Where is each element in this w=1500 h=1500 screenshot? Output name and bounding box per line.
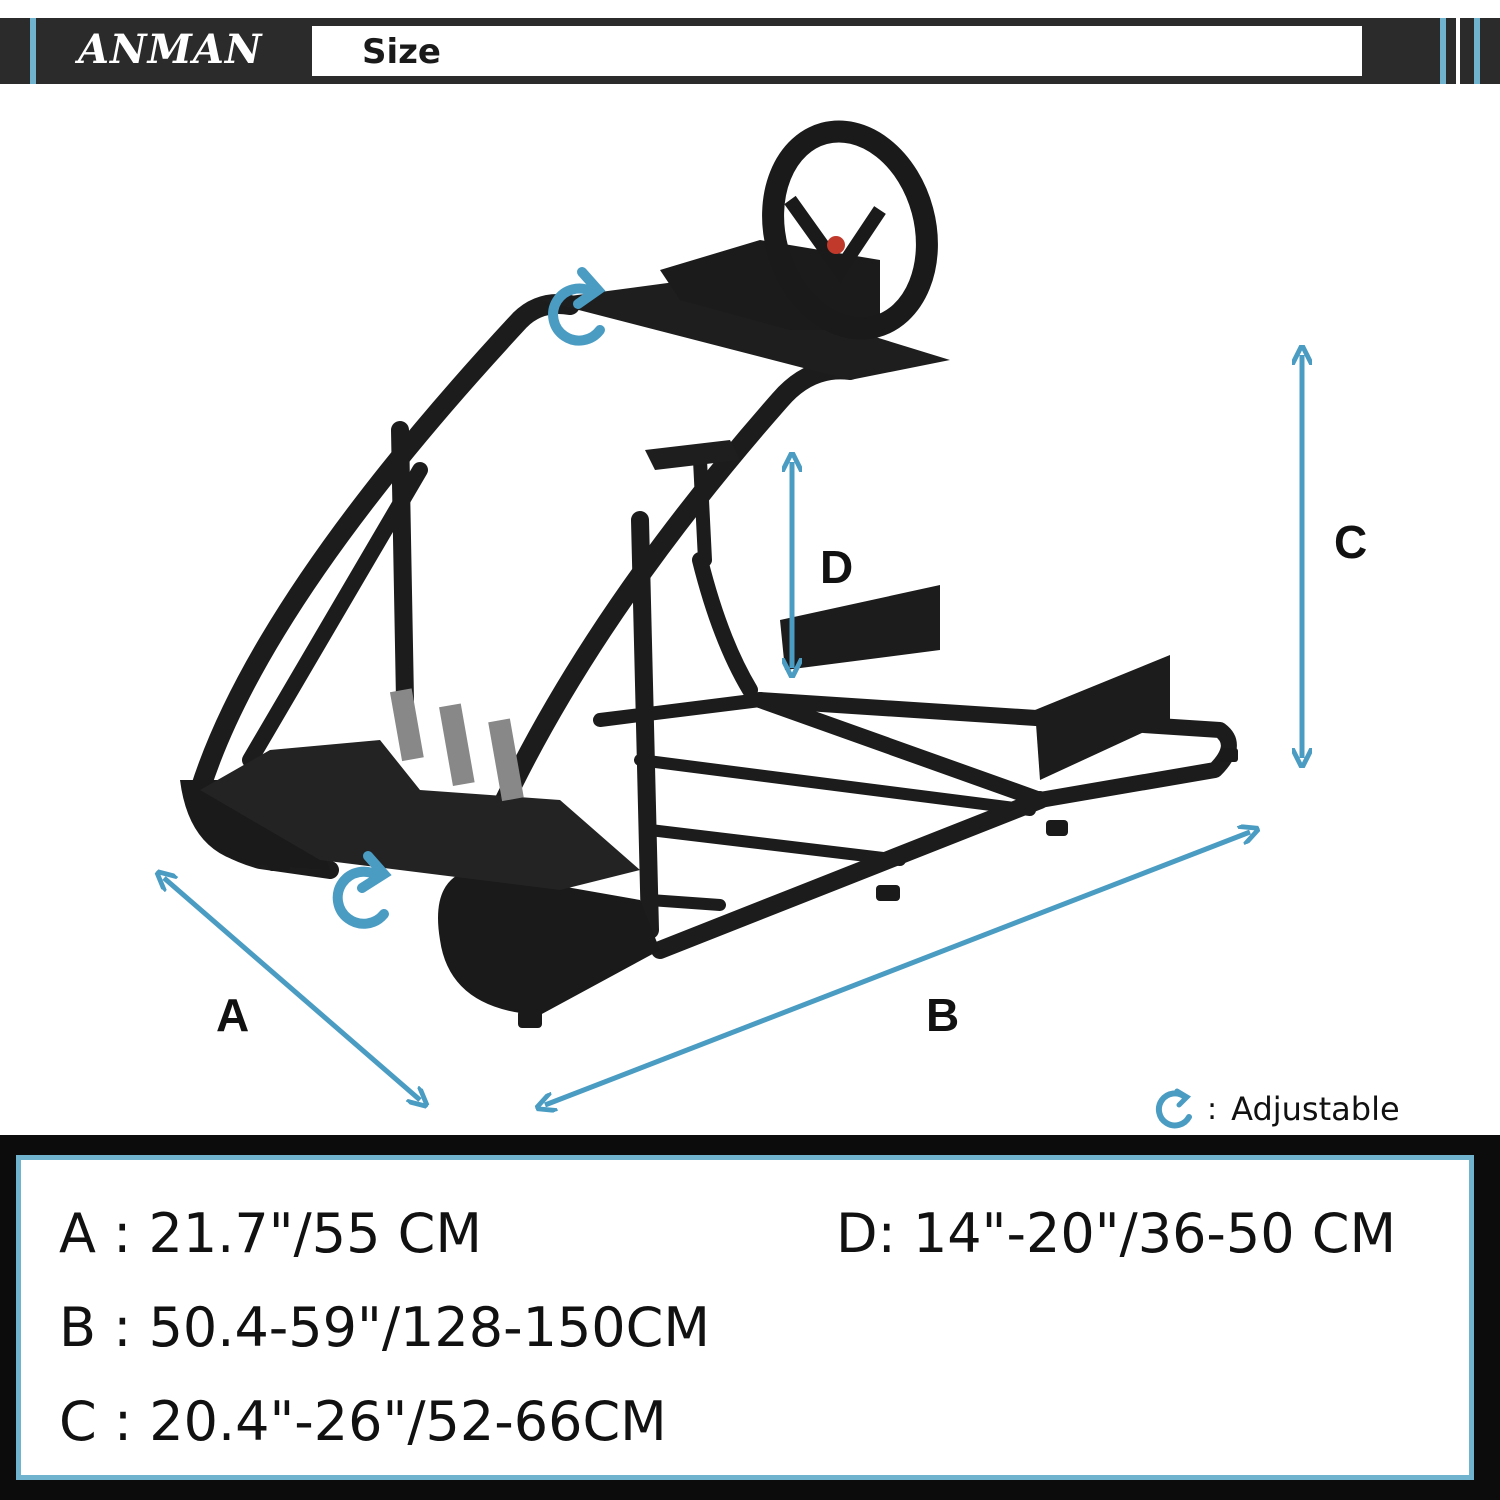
adjustable-rotate-icon bbox=[1155, 1088, 1192, 1129]
adjustable-rotate-icon bbox=[548, 267, 606, 346]
dimension-arrows bbox=[164, 355, 1302, 1105]
spec-panel-inner: A : 21.7"/55 CM D: 14"-20"/36-50 CM B : … bbox=[16, 1155, 1474, 1480]
header-stripe-right-3 bbox=[1474, 18, 1480, 84]
dimension-b-label: B bbox=[926, 989, 960, 1041]
steering-wheel bbox=[660, 120, 938, 340]
spec-c: C : 20.4"-26"/52-66CM bbox=[59, 1390, 667, 1453]
dimension-c-label: C bbox=[1334, 516, 1368, 568]
title-box: Size bbox=[312, 26, 1362, 76]
seat-bracket-left bbox=[780, 585, 940, 670]
cockpit-illustration bbox=[0, 120, 1500, 1130]
pedal-set bbox=[200, 688, 640, 890]
dimension-d-label: D bbox=[820, 541, 854, 593]
header-stripe-left bbox=[30, 18, 36, 84]
header-stripe-right-2 bbox=[1456, 18, 1460, 84]
spec-a: A : 21.7"/55 CM bbox=[59, 1202, 482, 1265]
page-title: Size bbox=[362, 32, 441, 72]
spec-b: B : 50.4-59"/128-150CM bbox=[59, 1296, 710, 1359]
legend-separator: : bbox=[1207, 1091, 1218, 1127]
wheel-deck bbox=[540, 280, 950, 380]
seat-bracket-right bbox=[1035, 655, 1170, 780]
dimension-b-arrow bbox=[545, 832, 1250, 1105]
brand-logo: ANMAN bbox=[78, 26, 263, 73]
dimension-a-label: A bbox=[216, 989, 250, 1041]
legend-text: Adjustable bbox=[1231, 1090, 1400, 1128]
header-bar: ANMAN Size bbox=[0, 18, 1500, 84]
spec-panel: A : 21.7"/55 CM D: 14"-20"/36-50 CM B : … bbox=[0, 1135, 1500, 1500]
spec-d: D: 14"-20"/36-50 CM bbox=[836, 1202, 1397, 1265]
legend: : Adjustable bbox=[1155, 1086, 1400, 1132]
shifter-plate bbox=[645, 440, 740, 470]
front-side-plate bbox=[438, 870, 660, 1015]
dimension-a-arrow bbox=[164, 878, 420, 1100]
header-stripe-right-1 bbox=[1440, 18, 1446, 84]
adjustable-rotate-icon bbox=[332, 851, 392, 929]
